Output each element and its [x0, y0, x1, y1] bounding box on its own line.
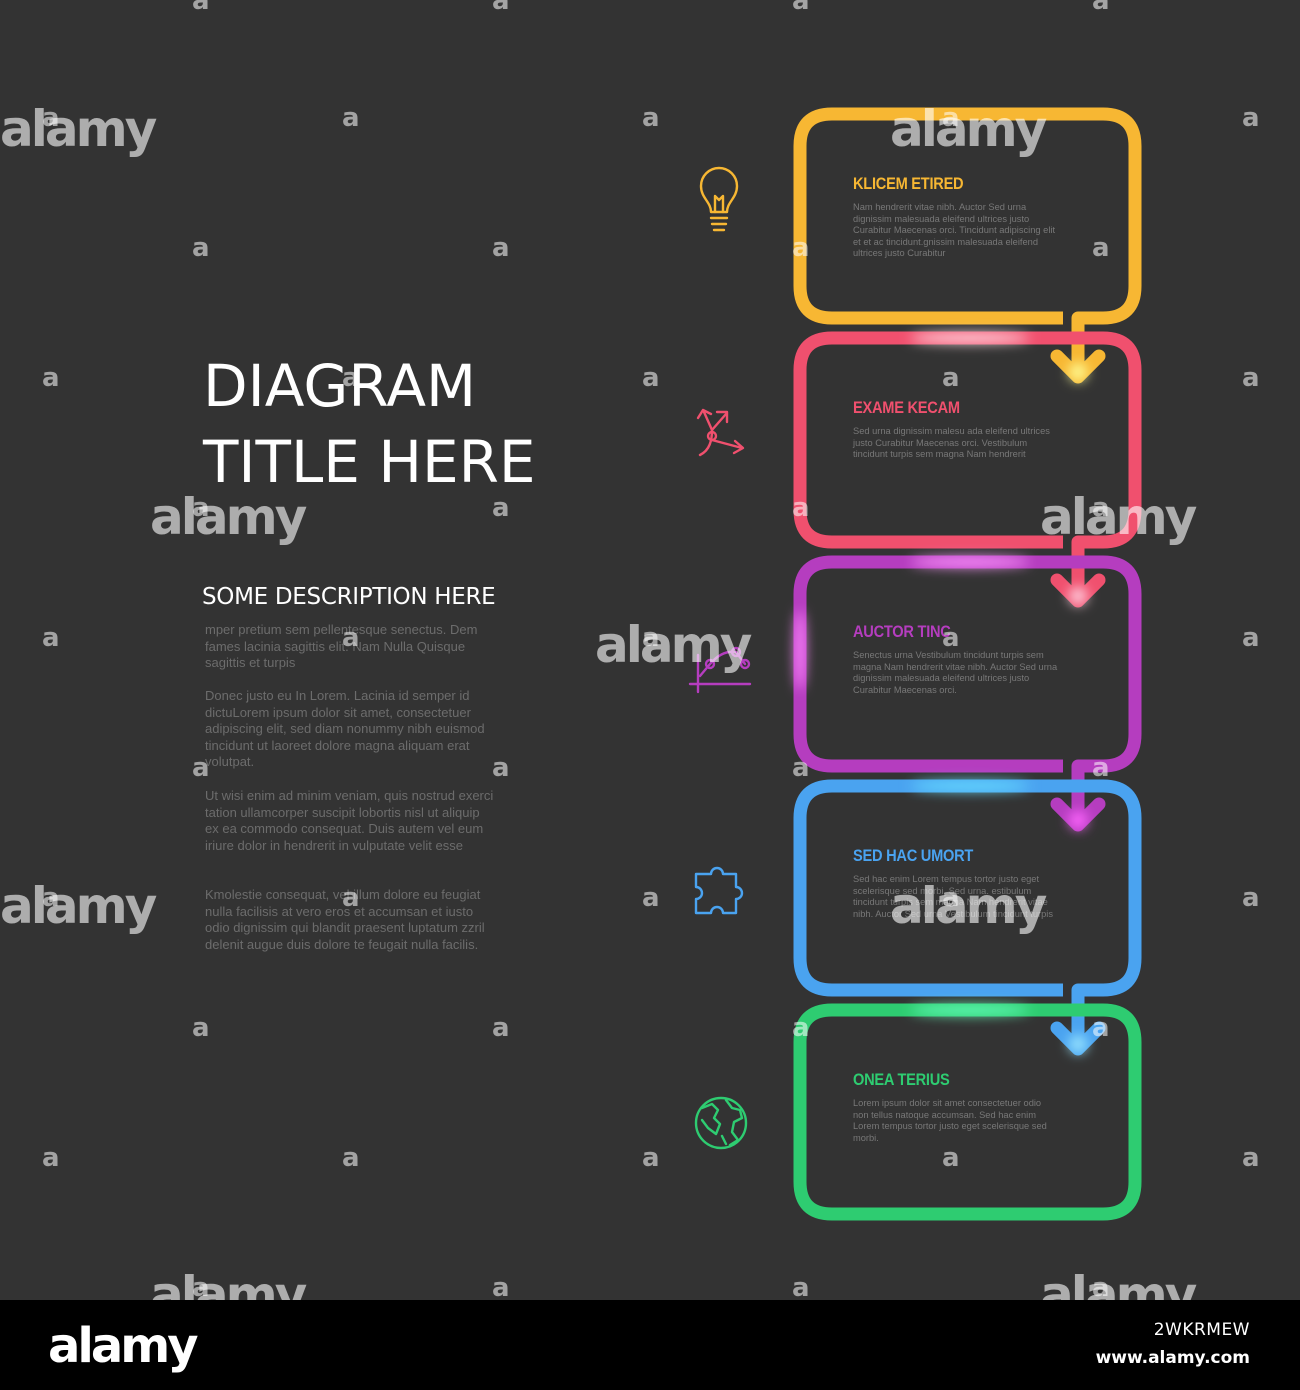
description-paragraph-2: Donec justo eu In Lorem. Lacinia id semp… — [205, 688, 485, 770]
watermark-letter: a — [492, 753, 510, 783]
watermark-letter: a — [42, 103, 60, 133]
process-diagram — [688, 107, 1142, 1221]
watermark-logo: alamy — [1040, 1266, 1197, 1300]
watermark-letter: a — [792, 0, 810, 16]
title-line-1: DIAGRAM — [203, 352, 477, 420]
description-paragraph-4: Kmolestie consequat, vel illum dolore eu… — [205, 887, 485, 952]
watermark-letter: a — [642, 1143, 660, 1173]
step-2-text: Sed urna dignissim malesu ada eleifend u… — [853, 426, 1050, 460]
description-heading: SOME DESCRIPTION HERE — [202, 584, 496, 610]
watermark-letter: a — [942, 1143, 960, 1173]
watermark-letter: a — [192, 493, 210, 523]
footer-url: www.alamy.com — [1095, 1348, 1250, 1368]
watermark-letter: a — [642, 363, 660, 393]
step-2-title: EXAME KECAM — [853, 398, 960, 417]
step-4-text: Sed hac enim Lorem tempus tortor justo e… — [853, 874, 1054, 919]
watermark-letter: a — [792, 753, 810, 783]
watermark-letter: a — [492, 233, 510, 263]
watermark-letter: a — [342, 103, 360, 133]
watermark-letter: a — [792, 233, 810, 263]
globe-icon — [694, 1096, 748, 1150]
footer-logo: alamy — [48, 1318, 199, 1374]
watermark-letter: a — [342, 883, 360, 913]
watermark-letter: a — [192, 0, 210, 16]
watermark-letter: a — [492, 1273, 510, 1300]
watermark-letter: a — [1242, 883, 1260, 913]
step-5-text: Lorem ipsum dolor sit amet consectetuer … — [853, 1098, 1047, 1143]
watermark-letter: a — [192, 233, 210, 263]
watermark-letter: a — [192, 753, 210, 783]
watermark-letter: a — [1092, 1273, 1110, 1300]
step-3-title: AUCTOR TINC — [853, 622, 951, 641]
step-1-title: KLICEM ETIRED — [853, 174, 964, 193]
watermark-letter: a — [342, 363, 360, 393]
watermark-letter: a — [792, 493, 810, 523]
description-paragraph-3: Ut wisi enim ad minim veniam, quis nostr… — [205, 788, 494, 853]
watermark-letter: a — [1092, 233, 1110, 263]
watermark-letter: a — [1242, 1143, 1260, 1173]
watermark-letter: a — [642, 883, 660, 913]
watermark-letter: a — [1242, 103, 1260, 133]
connector-glows — [795, 333, 1087, 1053]
watermark-logo: alamy — [0, 100, 157, 158]
footer-image-id: 2WKRMEW — [1153, 1320, 1250, 1340]
watermark-letter: a — [192, 1273, 210, 1300]
step-1-text: Nam hendrerit vitae nibh. Auctor Sed urn… — [853, 202, 1056, 259]
step-3-text: Senectus urna Vestibulum tincidunt turpi… — [853, 650, 1058, 695]
watermark-letter: a — [192, 1013, 210, 1043]
watermark-letter: a — [42, 1143, 60, 1173]
watermark-letter: a — [1092, 1013, 1110, 1043]
watermark-logo: alamy — [890, 100, 1047, 158]
step-5-title: ONEA TERIUS — [853, 1070, 950, 1089]
infographic-canvas: DIAGRAM TITLE HERE SOME DESCRIPTION HERE… — [0, 0, 1300, 1300]
footer-bar: alamy 2WKRMEW www.alamy.com — [0, 1300, 1300, 1390]
watermark-letter: a — [492, 493, 510, 523]
title-line-2: TITLE HERE — [203, 428, 536, 496]
diagram-title: DIAGRAM TITLE HERE — [203, 348, 623, 500]
watermark-letter: a — [42, 883, 60, 913]
step-4-title: SED HAC UMORT — [853, 846, 974, 865]
watermark-letter: a — [942, 623, 960, 653]
watermark-logo: alamy — [0, 877, 157, 935]
watermark-logo: alamy — [595, 616, 752, 674]
step-box-5 — [793, 1003, 1142, 1221]
watermark-letter: a — [1242, 363, 1260, 393]
watermark-logo: alamy — [1040, 488, 1197, 546]
watermark-letter: a — [492, 1013, 510, 1043]
watermark-letter: a — [792, 1013, 810, 1043]
watermark-letter: a — [642, 103, 660, 133]
watermark-letter: a — [1092, 753, 1110, 783]
watermark-letter: a — [342, 1143, 360, 1173]
graph-chart-icon — [688, 646, 752, 694]
watermark-letter: a — [1242, 623, 1260, 653]
split-arrows-icon — [696, 408, 745, 457]
watermark-letter: a — [942, 363, 960, 393]
watermark-letter: a — [42, 623, 60, 653]
watermark-logo: alamy — [150, 488, 307, 546]
watermark-letter: a — [492, 0, 510, 16]
watermark-letter: a — [792, 1273, 810, 1300]
watermark-letter: a — [942, 883, 960, 913]
watermark-letter: a — [942, 103, 960, 133]
watermark-letter: a — [642, 623, 660, 653]
puzzle-piece-icon — [694, 866, 744, 915]
watermark-letter: a — [342, 623, 360, 653]
watermark-letter: a — [42, 363, 60, 393]
watermark-letter: a — [1092, 493, 1110, 523]
watermark-logo: alamy — [150, 1266, 307, 1300]
watermark-letter: a — [1092, 0, 1110, 16]
description-paragraph-1: mper pretium sem pellentesque senectus. … — [205, 622, 478, 671]
lightbulb-icon — [699, 166, 739, 232]
watermark-logo: alamy — [890, 877, 1047, 935]
